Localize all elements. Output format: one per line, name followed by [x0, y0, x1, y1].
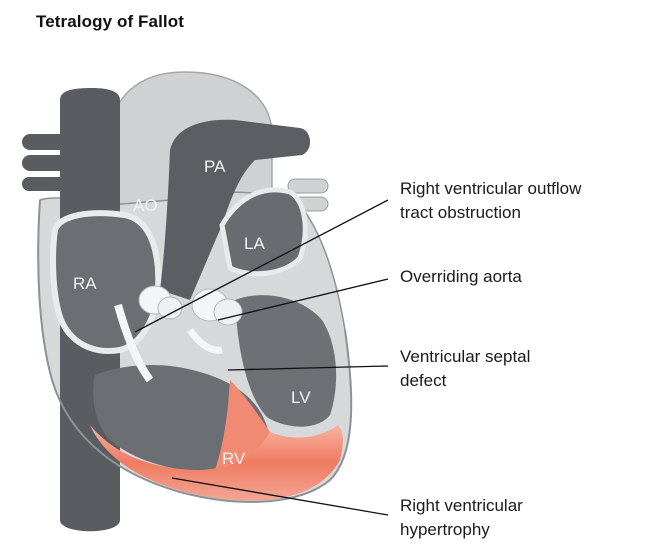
- callout-overriding-aorta: Overriding aorta: [400, 265, 522, 289]
- callout-vsd-line2: defect: [400, 369, 530, 393]
- callout-rvot: Right ventricular outflow tract obstruct…: [400, 177, 581, 225]
- label-pa: PA: [204, 157, 226, 176]
- right-atrium: [53, 213, 158, 351]
- callout-hypertrophy: Right ventricular hypertrophy: [400, 494, 523, 542]
- label-la: LA: [244, 234, 265, 253]
- label-lv: LV: [291, 388, 311, 407]
- callout-hypertrophy-line1: Right ventricular: [400, 494, 523, 518]
- callout-vsd: Ventricular septal defect: [400, 345, 530, 393]
- label-rv: RV: [222, 449, 246, 468]
- callout-vsd-line1: Ventricular septal: [400, 345, 530, 369]
- callout-hypertrophy-line2: hypertrophy: [400, 518, 523, 542]
- callout-rvot-line1: Right ventricular outflow: [400, 177, 581, 201]
- callout-rvot-line2: tract obstruction: [400, 201, 581, 225]
- label-ra: RA: [73, 274, 97, 293]
- callout-overriding-aorta-line1: Overriding aorta: [400, 265, 522, 289]
- label-ao: AO: [133, 196, 158, 215]
